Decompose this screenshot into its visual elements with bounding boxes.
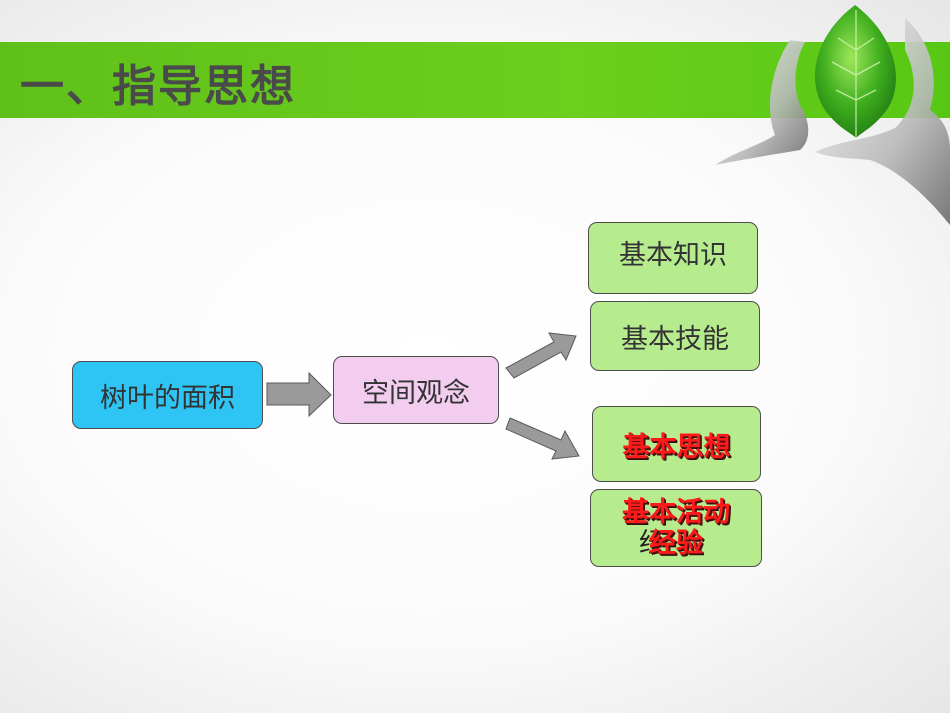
arrow-right — [266, 371, 332, 418]
leaf-vein — [831, 10, 881, 138]
basic-thought-label: 基本思想 — [622, 431, 731, 463]
node-basic-skill: 基本技能 — [590, 301, 760, 371]
node-basic-thought: 基本思想 — [592, 406, 761, 482]
slide-title: 一、指导思想 — [20, 61, 296, 112]
right-hand-shape — [815, 18, 950, 225]
left-hand-shape — [715, 40, 809, 165]
basic-activity-label-line1: 基本活动 — [622, 496, 730, 528]
node-basic-activity: 基本活动 经 经验 — [590, 489, 762, 567]
node-leaf-area: 树叶的面积 — [72, 361, 263, 429]
basic-activity-label-line2: 经验 — [649, 528, 703, 559]
node-space-concept: 空间观念 — [333, 356, 499, 424]
node-basic-knowledge: 基本知识 — [588, 222, 758, 294]
basic-activity-ghost-text: 经 — [639, 528, 666, 559]
arrow-up-right — [505, 332, 577, 379]
arrow-down-right — [505, 417, 580, 460]
